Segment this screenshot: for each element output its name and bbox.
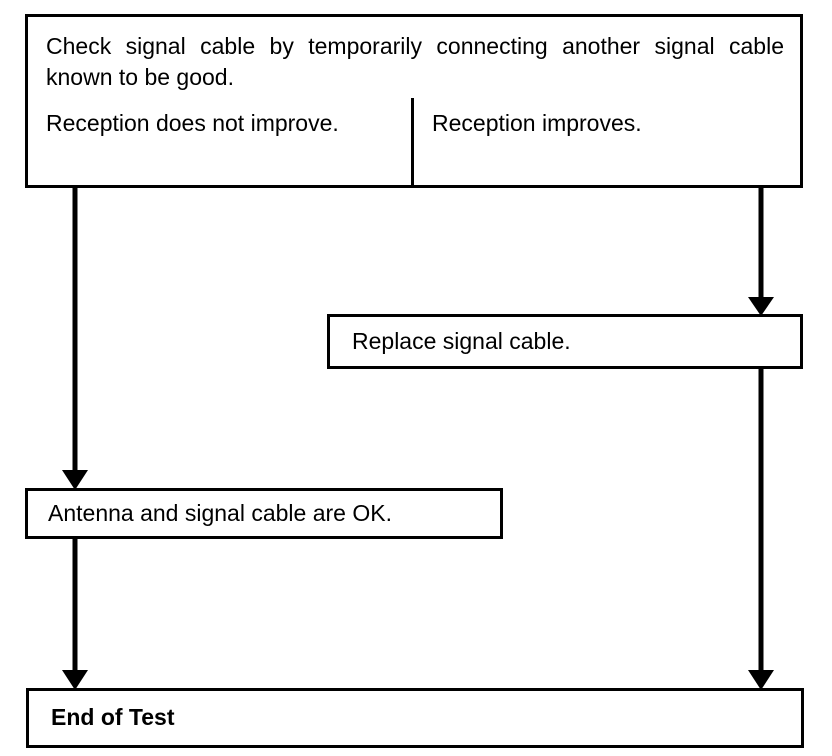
arrow-antenna-ok-to-end <box>62 539 88 690</box>
node-reception-does-not-improve: Reception does not improve. <box>28 98 414 185</box>
node-antenna-and-signal-cable-ok-text: Antenna and signal cable are OK. <box>48 499 392 526</box>
node-end-of-test: End of Test <box>26 688 804 748</box>
arrow-no-improve-to-antenna-ok <box>62 188 88 490</box>
node-check-signal-cable: Check signal cable by temporarily connec… <box>25 14 803 101</box>
node-end-of-test-text: End of Test <box>51 704 175 731</box>
node-reception-improves: Reception improves. <box>414 98 800 185</box>
node-reception-improves-text: Reception improves. <box>432 110 642 136</box>
node-replace-signal-cable-text: Replace signal cable. <box>352 327 571 354</box>
node-branch-row: Reception does not improve. Reception im… <box>25 98 803 188</box>
node-antenna-and-signal-cable-ok: Antenna and signal cable are OK. <box>25 488 503 539</box>
node-replace-signal-cable: Replace signal cable. <box>327 314 803 369</box>
node-check-signal-cable-text: Check signal cable by temporarily connec… <box>46 33 784 91</box>
node-reception-does-not-improve-text: Reception does not improve. <box>46 110 339 136</box>
arrow-replace-to-end <box>748 369 774 690</box>
arrow-improves-to-replace <box>748 188 774 316</box>
